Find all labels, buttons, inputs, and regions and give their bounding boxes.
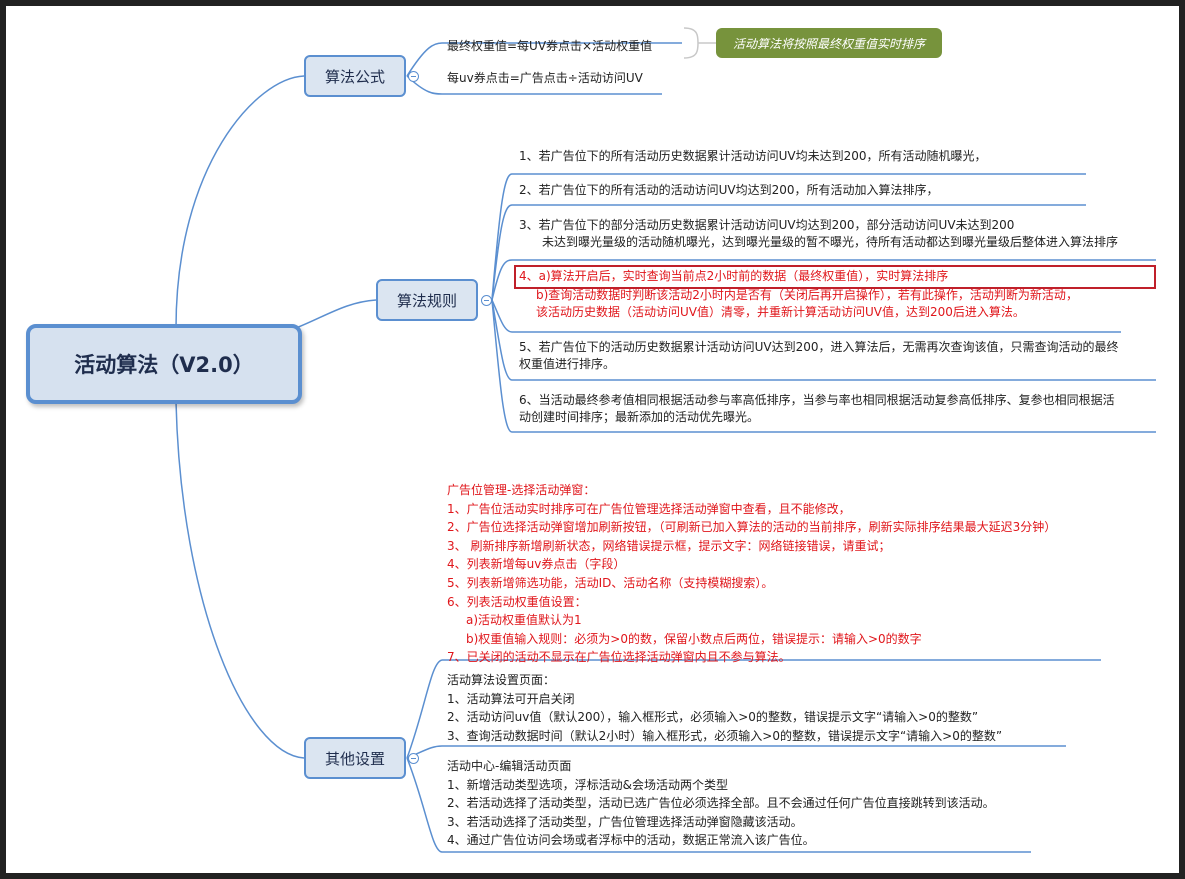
- other-settings-node[interactable]: 其他设置: [304, 737, 406, 779]
- mindmap-canvas: 活动算法（V2.0） 算法公式 最终权重值=每UV券点击×活动权重值 每uv券点…: [6, 6, 1179, 873]
- root-label: 活动算法（V2.0）: [74, 353, 254, 377]
- rule-6-line-1: 6、当活动最终参考值相同根据活动参与率高低排序，当参与率也相同根据活动复参高低排…: [519, 393, 1115, 407]
- block2-line: 活动算法设置页面：: [447, 673, 556, 687]
- rule-4-line-3: 该活动历史数据（活动访问UV值）清零，并重新计算活动访问UV值，达到200后进入…: [536, 305, 1025, 319]
- rules-label: 算法规则: [396, 291, 457, 310]
- connector-lines: [175, 27, 1156, 853]
- formula-node[interactable]: 算法公式: [304, 55, 406, 97]
- block3-line: 3、若活动选择了活动类型，广告位管理选择活动弹窗隐藏该活动。: [447, 814, 803, 829]
- block1-line: 7、已关闭的活动不显示在广告位选择活动弹窗内且不参与算法。: [447, 650, 791, 665]
- block1-line: 4、列表新增每uv券点击（字段）: [447, 557, 626, 572]
- block1-line: 广告位管理-选择活动弹窗：: [447, 483, 596, 497]
- block2-line: 2、活动访问uv值（默认200），输入框形式，必须输入>0的整数，错误提示文字“…: [447, 710, 979, 725]
- block3-line: 活动中心-编辑活动页面: [447, 759, 572, 773]
- rule-5-line-2: 权重值进行排序。: [519, 357, 616, 371]
- block3-line: 4、通过广告位访问会场或者浮标中的活动，数据正常流入该广告位。: [447, 833, 815, 848]
- block3-line: 1、新增活动类型选项，浮标活动&会场活动两个类型: [447, 777, 728, 792]
- block1-line: 2、广告位选择活动弹窗增加刷新按钮，（可刷新已加入算法的活动的当前排序，刷新实际…: [447, 520, 1057, 535]
- block1-line: 6、列表活动权重值设置：: [447, 594, 587, 609]
- rules-node[interactable]: 算法规则: [376, 279, 478, 321]
- block2-line: 1、活动算法可开启关闭: [447, 691, 575, 706]
- rule-4-line-1: 4、a)算法开启后，实时查询当前点2小时前的数据（最终权重值），实时算法排序: [519, 269, 949, 283]
- block1-line: 5、列表新增筛选功能，活动ID、活动名称（支持模糊搜索）。: [447, 576, 774, 590]
- rule-6-line-2: 动创建时间排序；最新添加的活动优先曝光。: [519, 410, 760, 424]
- block1-line: b)权重值输入规则：必须为>0的数，保留小数点后两位，错误提示：请输入>0的数字: [466, 631, 922, 646]
- formula-line-1: 最终权重值=每UV券点击×活动权重值: [447, 39, 653, 53]
- rule-3-line-1: 3、若广告位下的部分活动历史数据累计活动访问UV均达到200，部分活动访问UV未…: [519, 218, 1015, 232]
- formula-line-2: 每uv券点击=广告点击÷活动访问UV: [447, 71, 643, 85]
- rules-collapse-icon[interactable]: [481, 295, 492, 306]
- other-settings-label: 其他设置: [324, 749, 385, 768]
- block2-line: 3、查询活动数据时间（默认2小时）输入框形式，必须输入>0的整数，错误提示文字“…: [447, 728, 1003, 743]
- block1-line: a)活动权重值默认为1: [466, 613, 582, 628]
- rule-2: 2、若广告位下的所有活动的活动访问UV均达到200，所有活动加入算法排序，: [519, 183, 939, 197]
- rule-3-line-2: 未达到曝光量级的活动随机曝光，达到曝光量级的暂不曝光，待所有活动都达到曝光量级后…: [542, 235, 1119, 249]
- rule-1: 1、若广告位下的所有活动历史数据累计活动访问UV均未达到200，所有活动随机曝光…: [519, 149, 987, 163]
- block1-line: 1、广告位活动实时排序可在广告位管理选择活动弹窗中查看，且不能修改，: [447, 501, 851, 516]
- root-node[interactable]: 活动算法（V2.0）: [26, 324, 302, 404]
- other-collapse-icon[interactable]: [408, 753, 419, 764]
- rule-5-line-1: 5、若广告位下的活动历史数据累计活动访问UV达到200，进入算法后，无需再次查询…: [519, 340, 1119, 354]
- rule-4-highlight-box: [514, 265, 1156, 289]
- formula-label: 算法公式: [324, 67, 385, 86]
- rule-4-line-2: b)查询活动数据时判断该活动2小时内是否有（关闭后再开启操作），若有此操作，活动…: [536, 288, 1078, 302]
- block1-line: 3、 刷新排序新增刷新状态，网络错误提示框，提示文字：网络链接错误，请重试；: [447, 538, 891, 553]
- formula-callout: 活动算法将按照最终权重值实时排序: [716, 28, 942, 58]
- formula-collapse-icon[interactable]: [408, 71, 419, 82]
- block3-line: 2、若活动选择了活动类型，活动已选广告位必须选择全部。且不会通过任何广告位直接跳…: [447, 796, 995, 811]
